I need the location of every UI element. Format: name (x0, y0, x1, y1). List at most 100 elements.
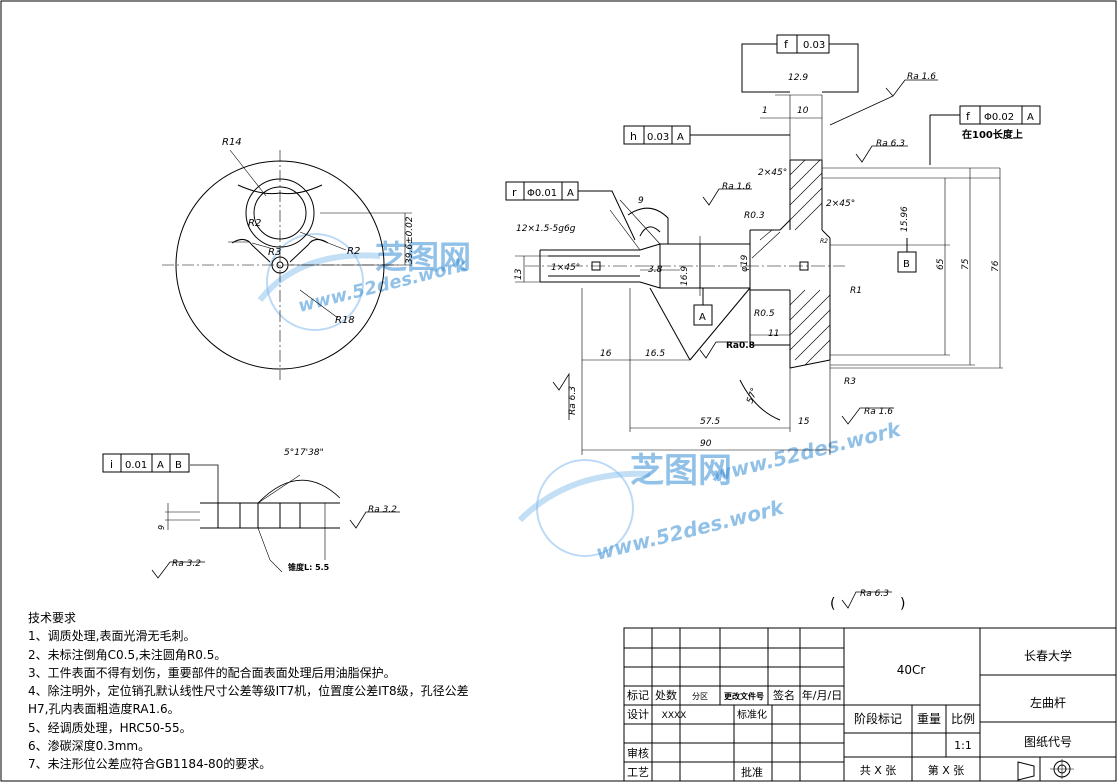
dim-10: 10 (797, 106, 809, 116)
dim-9: 9 (638, 196, 644, 206)
datum-a-label: A (699, 312, 706, 323)
fcf-runout-datum-a: A (157, 460, 164, 471)
fcf-concentric (505, 181, 636, 241)
label-r2c: R2 (820, 238, 828, 245)
tb-zone: 分区 (692, 692, 708, 701)
watermark-url-3: www.52des.work (710, 417, 904, 487)
ra-1-6-mid: Ra 1.6 (722, 182, 751, 192)
fcf-runout-val: 0.01 (125, 460, 147, 471)
dim-15-96: 15.96 (900, 206, 910, 232)
label-39-6: 39.6±0.02 (405, 216, 415, 264)
title-drawing-no-label: 图纸代号 (1024, 735, 1072, 749)
cham-2x45-a: 2×45° (758, 168, 787, 178)
tb-approve: 批准 (741, 765, 763, 779)
fcf-runout-datum-b: B (175, 460, 182, 471)
dim-15: 15 (798, 417, 810, 427)
watermark-brand-1: 芝图网 (375, 238, 471, 276)
notes-item-3: 3、工件表面不得有划伤，重要部件的配合面表面处理后用油脂保护。 (28, 665, 396, 680)
dim-65: 65 (936, 258, 946, 270)
title-part-name: 左曲杆 (1030, 695, 1066, 710)
datum-b-label: B (903, 259, 910, 270)
dim-3-8: 3.8 (648, 265, 663, 275)
dim-75: 75 (961, 258, 971, 270)
notes-item-5: 5、经调质处理，HRC50-55。 (28, 720, 192, 735)
general-ra-close: ) (900, 596, 905, 612)
tb-designer: XXXX (662, 711, 687, 721)
ra-0-8: Ra0.8 (726, 341, 755, 351)
dim-phi19: φ19 (740, 254, 750, 272)
main-section (515, 94, 1003, 455)
title-scale-label: 比例 (951, 712, 975, 726)
dim-12-9: 12.9 (788, 73, 808, 83)
title-school: 长春大学 (1024, 648, 1072, 663)
tb-change-doc: 更改文件号 (724, 691, 764, 701)
fcf-flatness (741, 34, 859, 93)
fcf-conc-val: Φ0.01 (527, 188, 557, 199)
title-scale: 1:1 (954, 739, 972, 752)
label-r0-5: R0.5 (754, 309, 775, 319)
watermark-2: 芝图网 www.52des.work www.52des.work (517, 417, 904, 565)
notes-item-2: 2、未标注倒角C0.5,未注圆角R0.5。 (28, 647, 227, 662)
tb-sign: 签名 (773, 688, 795, 702)
label-r1: R1 (850, 286, 862, 296)
title-weight-label: 重量 (917, 712, 941, 726)
ra-1-6-top: Ra 1.6 (907, 72, 936, 82)
technical-requirements: 技术要求 1、调质处理,表面光滑无毛刺。 2、未标注倒角C0.5,未注圆角R0.… (28, 609, 469, 774)
roughness-symbols (151, 79, 938, 609)
fcf-perp-datum: A (677, 132, 684, 143)
angle-5: 5°17'38" (284, 448, 324, 458)
notes-item-6: 6、渗碳深度0.3mm。 (28, 739, 151, 754)
dim-57deg: 57° (745, 387, 760, 405)
label-r3b: R3 (268, 247, 281, 258)
fcf-flatness-val: 0.03 (803, 40, 825, 51)
thread-label: 12×1.5-5g6g (516, 224, 576, 234)
dim-57-5: 57.5 (700, 417, 720, 427)
dim-11: 11 (768, 329, 779, 339)
fcf-flatness-sym: f (784, 38, 789, 51)
dim-76: 76 (991, 260, 1001, 272)
fcf-position-sym: f (966, 110, 971, 123)
label-r18: R18 (335, 315, 355, 326)
title-material: 40Cr (897, 663, 926, 677)
watermark-url-2: www.52des.work (593, 495, 787, 565)
dim-16-9: 16.9 (680, 266, 690, 286)
tb-count: 处数 (655, 689, 677, 702)
datum-a-box (693, 288, 713, 326)
title-sheet-no: 第 X 张 (928, 763, 965, 777)
tb-mark: 标记 (627, 688, 649, 702)
fcf-runout-sym: i (110, 458, 113, 471)
label-r2a: R2 (248, 218, 261, 229)
dim-1: 1 (762, 106, 768, 116)
label-r14: R14 (222, 137, 242, 148)
ra-6-3-right: Ra 6.3 (876, 139, 905, 149)
fcf-runout (102, 453, 190, 473)
datum-b-box (897, 238, 917, 273)
dim-9-b: 9 (157, 525, 166, 530)
general-ra: Ra 6.3 (860, 589, 889, 599)
fcf-perp (623, 125, 790, 145)
label-r2b: R2 (347, 246, 360, 257)
title-stage-label: 阶段标记 (854, 711, 902, 726)
notes-item-4b: H7,孔内表面粗造度RA1.6。 (28, 702, 180, 717)
watermark-brand-2: 芝图网 (630, 451, 732, 491)
ra-1-6-bottom: Ra 1.6 (864, 407, 893, 417)
notes-item-4: 4、除注明外，定位销孔默认线性尺寸公差等级IT7机，位置度公差IT8级，孔径公差 (28, 684, 469, 699)
notes-item-7: 7、未注形位公差应符合GB1184-80的要求。 (28, 757, 272, 772)
end-view (162, 149, 412, 380)
dim-13: 13 (514, 268, 524, 280)
fcf-conc-sym: r (512, 186, 517, 199)
ra-3-2-left: Ra 3.2 (172, 559, 201, 569)
tb-process: 工艺 (627, 766, 649, 779)
depth-note: 锥度L: 5.5 (288, 562, 330, 572)
tb-standardize: 标准化 (737, 708, 767, 721)
general-ra-open: ( (830, 596, 835, 612)
notes-title: 技术要求 (28, 611, 77, 625)
watermark-1: 芝图网 www.52des.work (257, 233, 471, 331)
fcf-conc-datum: A (567, 188, 574, 199)
title-block-grid (623, 627, 1117, 782)
dim-16-5: 16.5 (645, 349, 665, 359)
fcf-position-datum: A (1027, 112, 1034, 123)
fcf-position (929, 105, 1041, 165)
